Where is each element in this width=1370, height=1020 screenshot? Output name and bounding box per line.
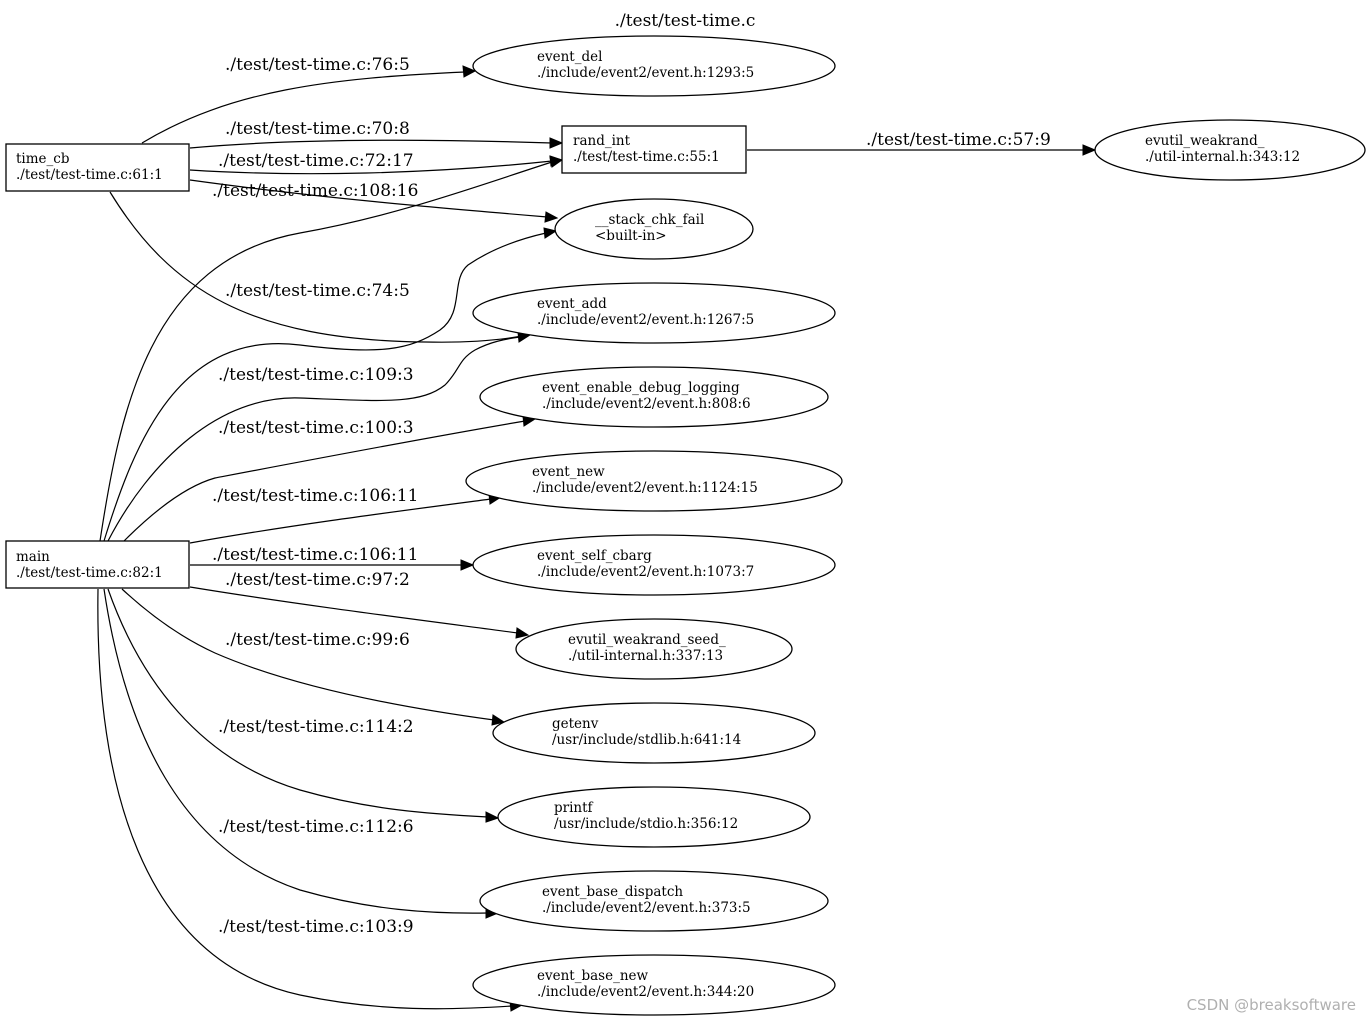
edge-label: ./test/test-time.c:114:2 <box>218 717 414 737</box>
edge-main-getenv <box>121 588 495 721</box>
node-event-enable-debug-logging[interactable]: event_enable_debug_logging ./include/eve… <box>479 366 829 428</box>
node-location: ./include/event2/event.h:344:20 <box>537 984 754 1000</box>
node-location: ./include/event2/event.h:1124:15 <box>532 480 758 496</box>
edge-time-cb-event-add <box>109 191 523 343</box>
edge-main-event-enable-debug-logging <box>123 420 526 542</box>
edge-time-cb-stack-chk-fail-arrow <box>544 211 559 223</box>
node-event-base-new[interactable]: event_base_new ./include/event2/event.h:… <box>472 954 836 1016</box>
edge-label: ./test/test-time.c:112:6 <box>218 817 414 837</box>
node-location: ./include/event2/event.h:1073:7 <box>537 564 754 580</box>
node-location: ./include/event2/event.h:1267:5 <box>537 312 754 328</box>
edge-main-printf <box>107 588 489 818</box>
node-name: event_add <box>537 296 607 312</box>
edge-label: ./test/test-time.c:72:17 <box>218 151 414 171</box>
node-location: <built-in> <box>595 228 667 244</box>
node-location: ./test/test-time.c:55:1 <box>573 149 720 165</box>
edge-main-event-add <box>107 336 521 542</box>
node-name: event_del <box>537 49 602 65</box>
node-name: evutil_weakrand_seed_ <box>568 632 726 648</box>
edge-time-cb-rand-int-1 <box>189 139 553 149</box>
edge-label: ./test/test-time.c:70:8 <box>225 119 410 139</box>
node-event-add[interactable]: event_add ./include/event2/event.h:1267:… <box>472 282 836 344</box>
node-printf[interactable]: printf /usr/include/stdio.h:356:12 <box>497 786 811 848</box>
node-event-self-cbarg[interactable]: event_self_cbarg ./include/event2/event.… <box>472 534 836 596</box>
edge-label: ./test/test-time.c:100:3 <box>218 418 414 438</box>
edge-rand-int-evutil-weakrand-arrow <box>1082 144 1097 156</box>
edge-time-cb-rand-int-2 <box>189 160 553 175</box>
node-location: ./test/test-time.c:61:1 <box>16 167 163 183</box>
edge-main-stack-chk-fail <box>103 232 547 542</box>
edge-time-cb-rand-int-1-arrow <box>549 137 564 149</box>
node-event-del[interactable]: event_del ./include/event2/event.h:1293:… <box>472 35 836 97</box>
edge-label: ./test/test-time.c:106:11 <box>212 486 418 506</box>
node-location: ./test/test-time.c:82:1 <box>16 565 163 581</box>
edge-main-printf-arrow <box>485 811 500 823</box>
edge-label: ./test/test-time.c:74:5 <box>225 281 410 301</box>
node-evutil-weakrand-seed[interactable]: evutil_weakrand_seed_ ./util-internal.h:… <box>515 618 793 680</box>
edge-label: ./test/test-time.c:97:2 <box>225 570 410 590</box>
node-name: event_enable_debug_logging <box>542 380 740 396</box>
edge-label: ./test/test-time.c:76:5 <box>225 55 410 75</box>
node-event-base-dispatch[interactable]: event_base_dispatch ./include/event2/eve… <box>479 870 829 932</box>
node-name: evutil_weakrand_ <box>1145 133 1265 149</box>
edge-main-evutil-weakrand-seed-arrow <box>515 627 530 639</box>
node-name: event_base_dispatch <box>542 884 683 900</box>
watermark: CSDN @breaksoftware <box>1186 996 1356 1014</box>
node-name: printf <box>554 800 594 816</box>
node-name: getenv <box>552 716 599 732</box>
node-name: main <box>16 549 50 565</box>
edge-labels-layer: ./test/test-time.c:76:5 ./test/test-time… <box>212 55 1051 937</box>
node-location: ./util-internal.h:337:13 <box>568 648 723 664</box>
edge-label: ./test/test-time.c:57:9 <box>866 130 1051 150</box>
edge-main-getenv-arrow <box>491 714 506 726</box>
edge-main-event-base-dispatch <box>103 588 489 914</box>
edge-main-event-new <box>189 498 492 544</box>
node-location: /usr/include/stdlib.h:641:14 <box>552 732 741 748</box>
node-name: event_base_new <box>537 968 649 984</box>
node-name: event_new <box>532 464 605 480</box>
node-name: time_cb <box>16 151 70 167</box>
edge-label: ./test/test-time.c:109:3 <box>218 365 414 385</box>
node-name: rand_int <box>573 133 631 149</box>
node-location: ./include/event2/event.h:808:6 <box>542 396 751 412</box>
node-rand-int[interactable]: rand_int ./test/test-time.c:55:1 <box>561 125 747 174</box>
edge-main-rand-int <box>99 161 553 542</box>
node-getenv[interactable]: getenv /usr/include/stdlib.h:641:14 <box>492 702 816 764</box>
edge-main-rand-int-arrow <box>549 156 564 168</box>
edge-time-cb-event-del <box>141 71 466 144</box>
edge-time-cb-stack-chk-fail <box>189 179 548 218</box>
edge-label: ./test/test-time.c:99:6 <box>225 630 410 650</box>
node-location: ./include/event2/event.h:373:5 <box>542 900 751 916</box>
edge-main-stack-chk-fail-arrow <box>543 227 558 239</box>
node-main[interactable]: main ./test/test-time.c:82:1 <box>5 540 190 589</box>
node-time-cb[interactable]: time_cb ./test/test-time.c:61:1 <box>5 143 190 192</box>
node-name: event_self_cbarg <box>537 548 652 564</box>
node-name: __stack_chk_fail <box>595 212 704 228</box>
edge-label: ./test/test-time.c:106:11 <box>212 545 418 565</box>
node-location: /usr/include/stdio.h:356:12 <box>554 816 738 832</box>
edge-time-cb-event-del-arrow <box>462 65 477 78</box>
node-evutil-weakrand[interactable]: evutil_weakrand_ ./util-internal.h:343:1… <box>1094 119 1366 181</box>
node-location: ./util-internal.h:343:12 <box>1145 149 1300 165</box>
edge-main-event-base-new <box>97 588 513 1010</box>
node-stack-chk-fail[interactable]: __stack_chk_fail <built-in> <box>554 198 754 260</box>
edge-label: ./test/test-time.c:103:9 <box>218 917 414 937</box>
node-event-new[interactable]: event_new ./include/event2/event.h:1124:… <box>465 450 843 512</box>
edge-main-event-self-cbarg-arrow <box>460 559 475 571</box>
edge-label: ./test/test-time.c:108:16 <box>212 181 418 201</box>
node-location: ./include/event2/event.h:1293:5 <box>537 65 754 81</box>
graph-title: ./test/test-time.c <box>615 11 756 31</box>
edge-main-evutil-weakrand-seed <box>189 586 519 634</box>
